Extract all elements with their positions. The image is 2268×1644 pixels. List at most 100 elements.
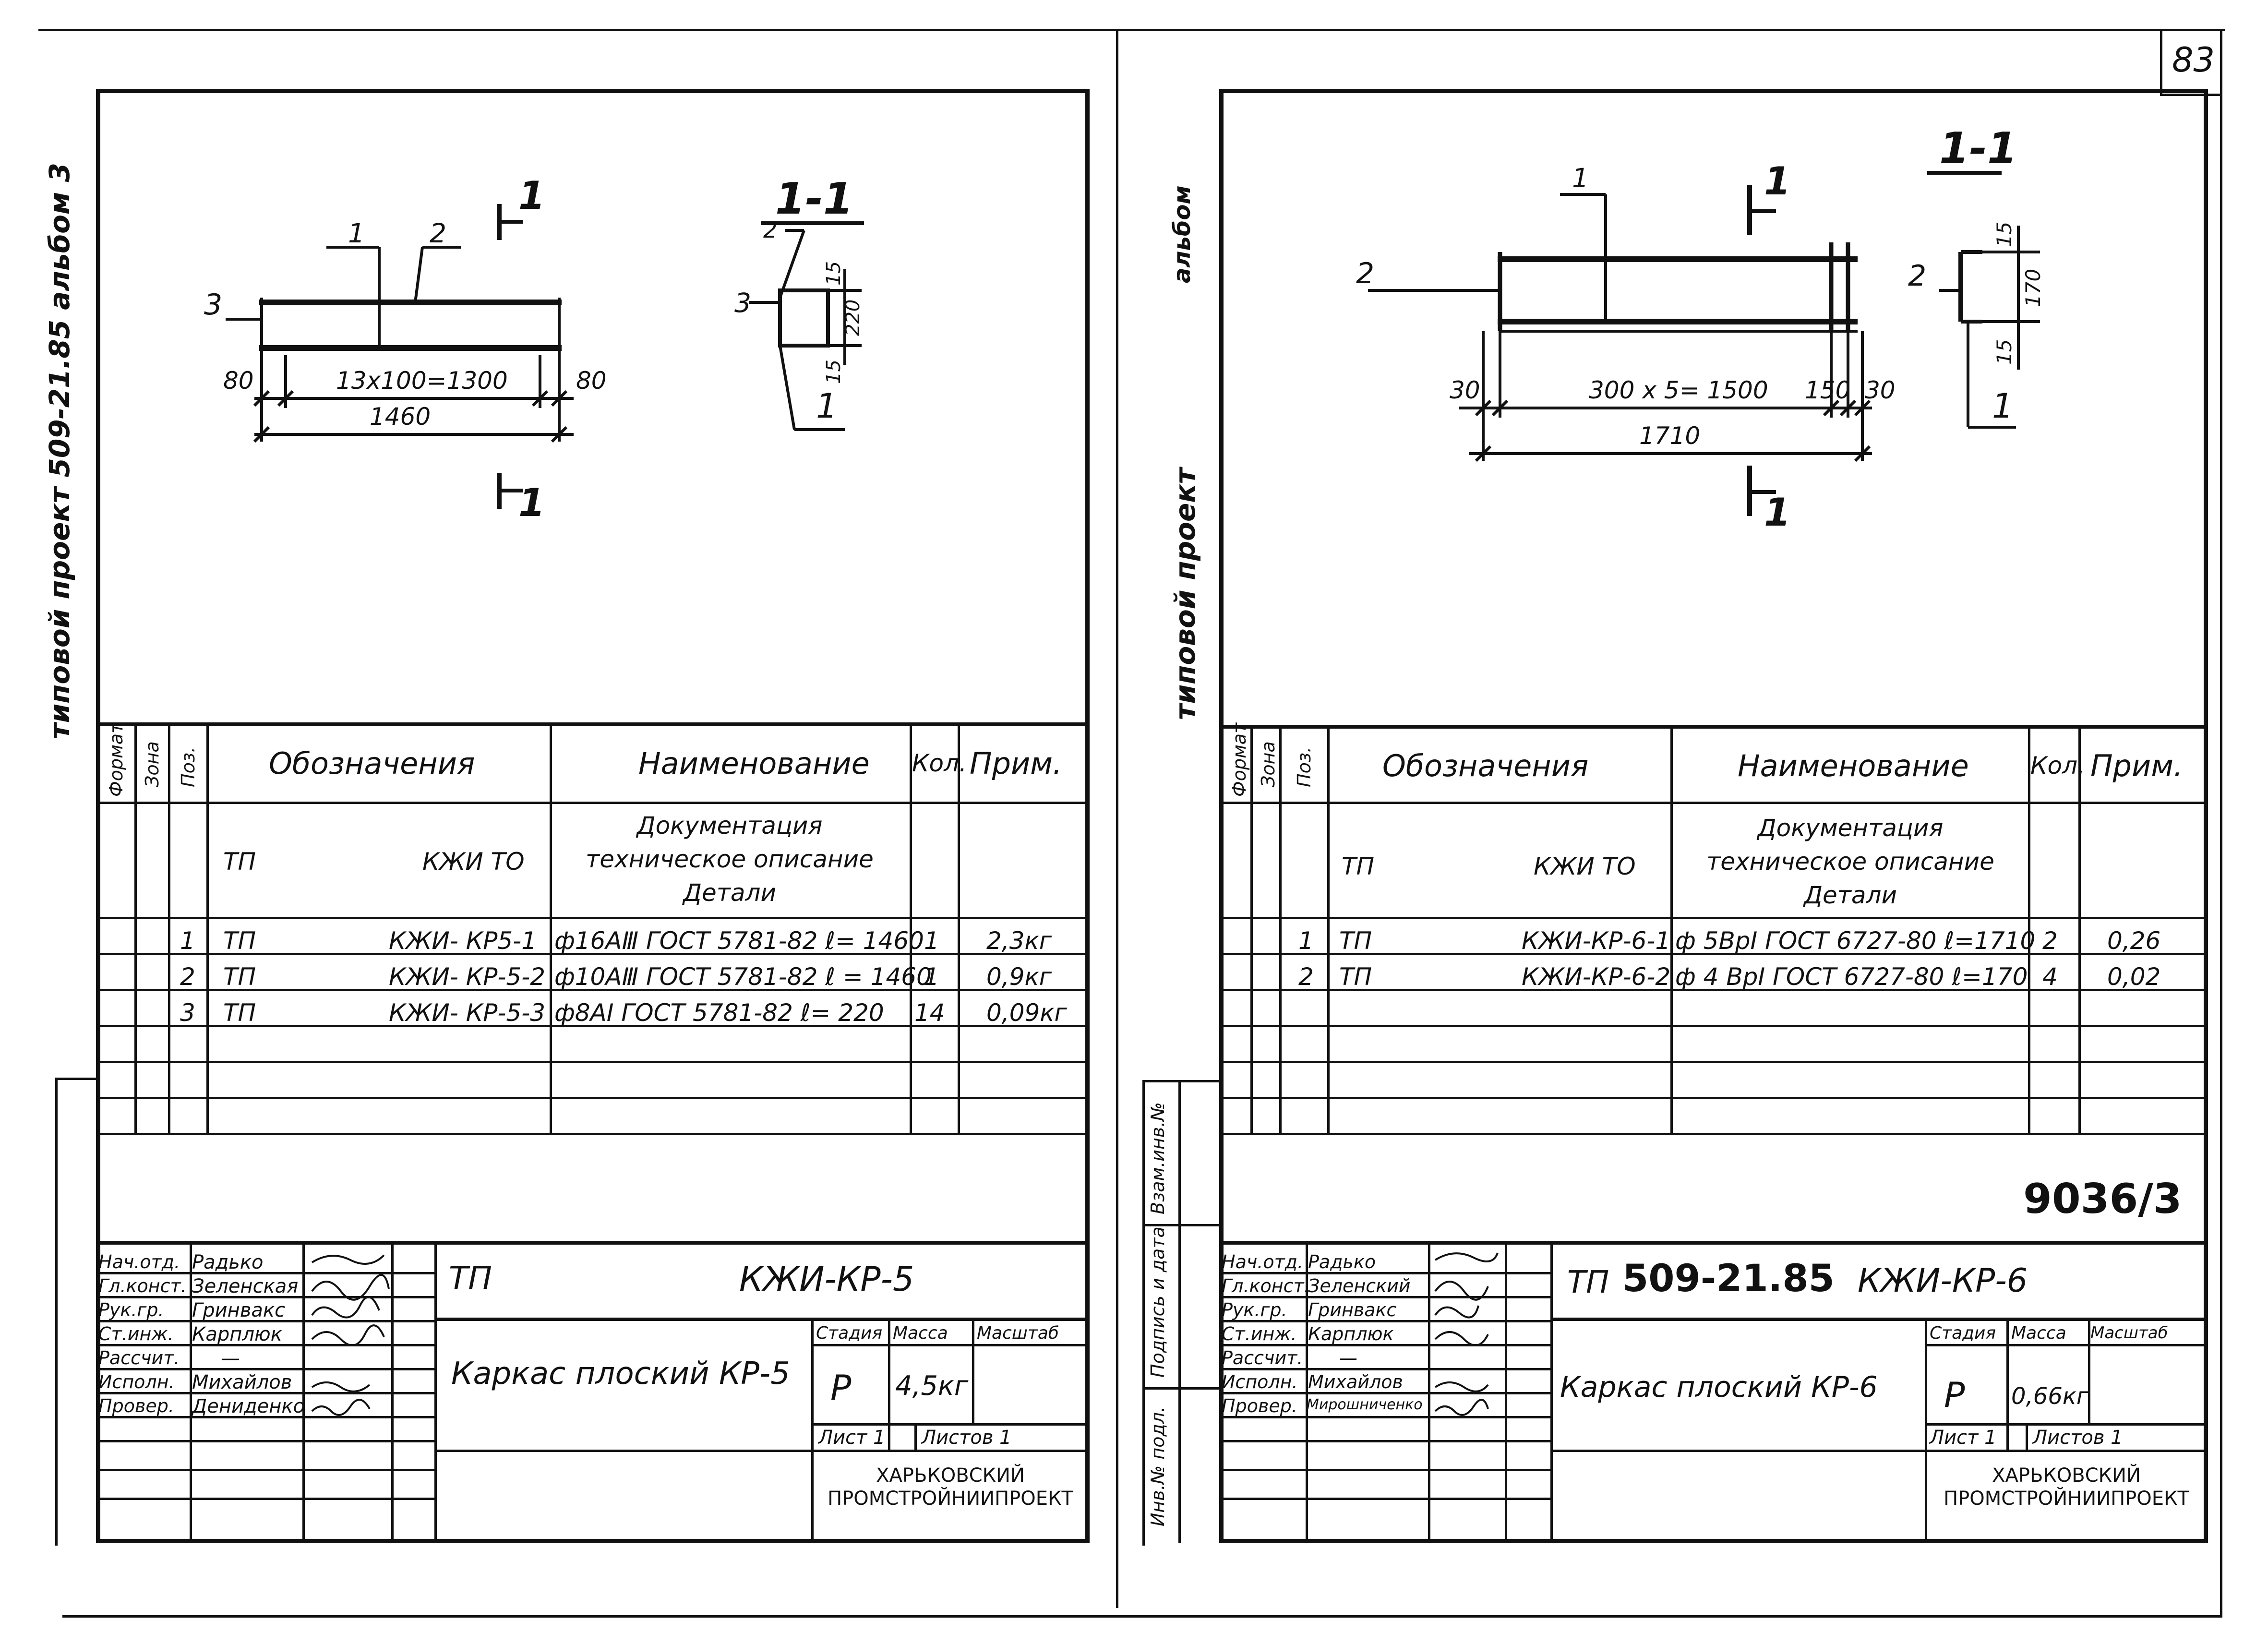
left-row2-code: КЖИ- КР-5-2 [389,963,546,991]
right-col-qty [2028,725,2030,1133]
left-row2-tp: ТП [223,963,256,991]
top-border [38,29,2225,31]
right-tb-name-1: Зеленский [1308,1275,1411,1296]
right-tb-mass-label: Масса [2011,1323,2066,1343]
section-dim-top: 15 [1992,222,2016,247]
right-tb-r10 [1219,1498,1550,1500]
right-tb-stage-hdr [1925,1344,2208,1346]
right-table-row2 [1219,989,2208,991]
left-tb-r6 [96,1392,434,1394]
left-tb-mass-col [888,1318,890,1450]
section-leader-2: 2 [763,217,777,243]
right-row1-pos: 1 [1298,927,1314,955]
left-tb-r1 [96,1272,434,1274]
left-tb-title-bottom [434,1450,811,1452]
left-row2-name: ф10АⅢ ГОСТ 5781-82 ℓ = 1460 [554,963,932,991]
right-tb-role-3: Ст.инж. [1222,1323,1297,1344]
right-tb-name-2: Гринвакс [1308,1299,1397,1320]
right-row2-name: ф 4 ВрⅠ ГОСТ 6727-80 ℓ=170 [1675,963,2028,991]
right-col-pos [1279,725,1282,1133]
section-dim-height: 170 [2021,269,2045,307]
left-table-top [96,722,1090,726]
right-hdr-name: Наименование [1738,748,1969,783]
right-tb-sheet-bottom [1925,1450,2208,1452]
right-doc-code: КЖИ ТО [1534,852,1636,880]
left-col-designation [206,722,209,1133]
right-table-row4 [1219,1061,2208,1063]
right-row2-note: 0,02 [2107,963,2161,991]
right-side-stamp-col [1178,1080,1181,1543]
dim-m2: 150 [1805,376,1850,404]
bottom-border [62,1615,2222,1618]
left-tb-r9 [96,1469,434,1471]
section-mark-top: 1 [1764,159,1791,204]
left-row2-note: 0,9кг [986,963,1052,991]
section-dim-bottom: 15 [1992,339,2016,365]
right-col-zone [1250,725,1253,1133]
right-tb-name-6: Мирошниченко [1307,1396,1423,1413]
left-table-row1 [96,953,1090,955]
left-row3-name: ф8АⅠ ГОСТ 5781-82 ℓ= 220 [554,999,884,1027]
left-tb-title: Каркас плоский КР-5 [451,1356,790,1392]
left-tb-role-3: Ст.инж. [98,1323,174,1344]
right-tb-mass-col [2006,1318,2009,1450]
dim-overall: 1710 [1639,422,1700,450]
right-table-top [1219,725,2208,729]
right-tb-name-0: Радько [1308,1251,1376,1272]
right-tb-sheet-top [1925,1423,2208,1426]
dim-left: 80 [223,367,254,395]
page-divider [1116,29,1118,1608]
left-tb-sheet: Лист 1 [818,1427,886,1449]
right-tb-name-3: Карплюк [1308,1323,1394,1344]
left-col-note [958,722,960,1133]
left-table-doc-bottom [96,917,1090,919]
right-tb-role-0: Нач.отд. [1222,1251,1304,1272]
right-table-row1 [1219,953,2208,955]
right-row2-tp: ТП [1339,963,1372,991]
right-tb-top [1219,1241,2208,1245]
left-row1-qty: 1 [924,927,939,955]
left-table-row2 [96,989,1090,991]
leader-2: 2 [1356,257,1374,290]
right-row1-qty: 2 [2042,927,2058,955]
section-mark-bottom: 1 [1764,490,1791,535]
left-tb-role-2: Рук.гр. [98,1299,164,1320]
right-table-doc-bottom [1219,917,2208,919]
right-tb-role-2: Рук.гр. [1222,1299,1287,1320]
right-hdr-qty: Кол. [2030,752,2085,780]
left-tb-sheet-bottom [811,1450,1090,1452]
right-tb-r6 [1219,1392,1550,1394]
right-border [2220,29,2222,1615]
section-label: 1-1 [1939,123,2017,174]
left-tb-r8 [96,1440,434,1442]
dim-overall: 1460 [370,403,431,431]
right-tb-doc-tp: ТП [1567,1265,1609,1300]
left-tb-sheets: Листов 1 [922,1427,1012,1449]
left-col-pos [168,722,170,1133]
right-album-number: 9036/3 [2023,1175,2182,1223]
left-tb-scale-label: Масштаб [977,1323,1059,1343]
right-tb-stage-col [1925,1318,1927,1543]
right-tb-role-1: Гл.конст. [1222,1275,1310,1296]
right-tb-name-5: Михайлов [1308,1371,1403,1392]
right-tb-title-bottom [1550,1450,1925,1452]
right-tb-scale-col [2088,1318,2090,1423]
left-tb-role-4: Рассчит. [98,1347,180,1368]
right-tb-stage: Р [1944,1375,1965,1415]
right-table-header-bottom [1219,802,2208,804]
left-row1-tp: ТП [223,927,256,955]
left-hdr-name: Наименование [638,746,870,781]
right-tb-sheets: Листов 1 [2033,1427,2123,1449]
section-label: 1-1 [775,174,853,224]
left-row3-note: 0,09кг [986,999,1067,1027]
right-row2-qty: 4 [2042,963,2058,991]
left-doc-name: Документация техническое описание Детали [586,812,874,907]
right-frame [1219,89,2208,1543]
section-mark-bottom: 1 [518,480,545,525]
left-tb-scale-col [972,1318,974,1423]
leader-1: 1 [348,218,365,249]
left-tb-org: ХАРЬКОВСКИЙ ПРОМСТРОЙНИИПРОЕКТ [828,1464,1073,1510]
left-side-stamp [55,1078,98,1546]
